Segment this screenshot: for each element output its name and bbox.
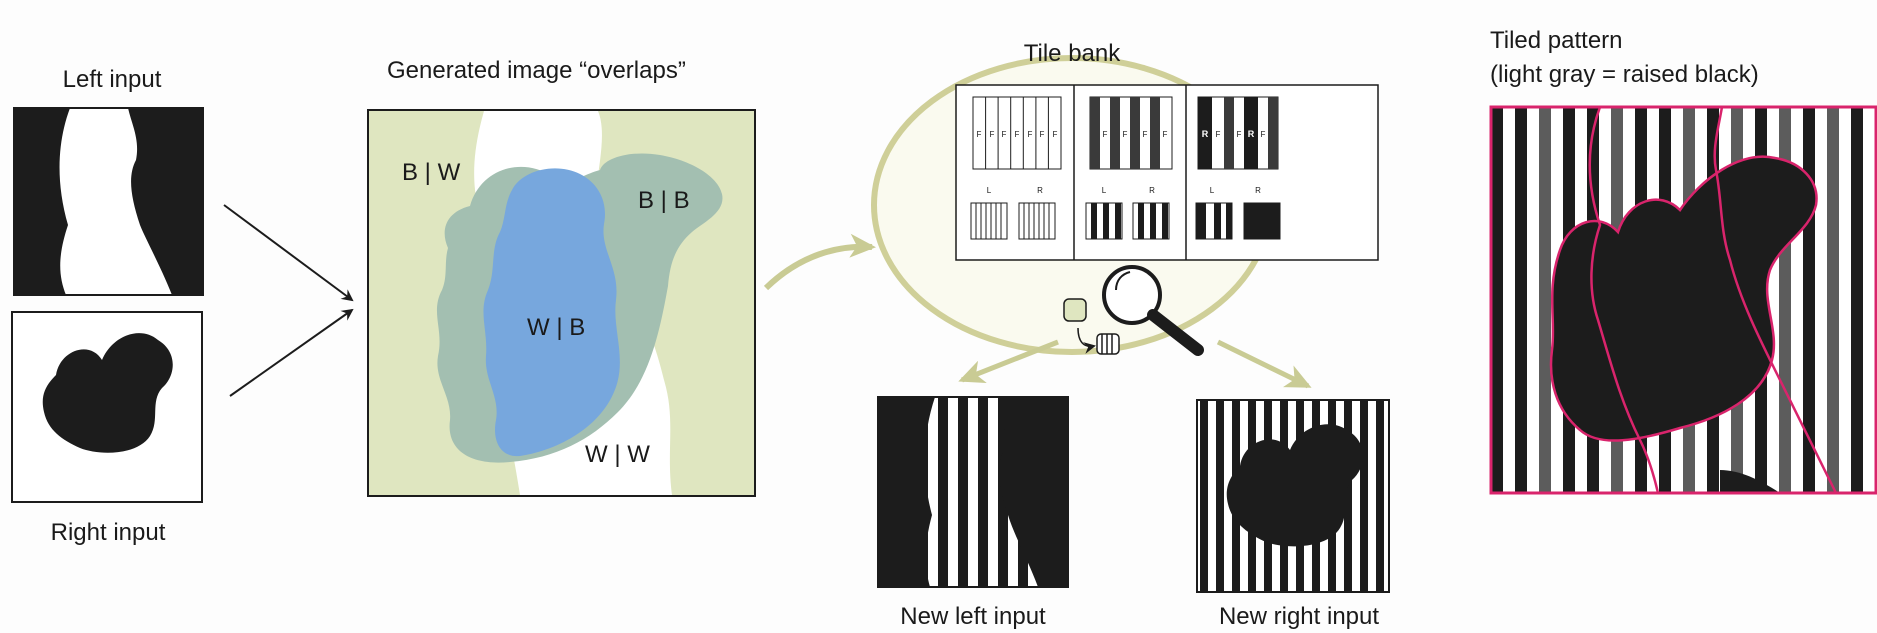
left-input-label: Left input: [63, 66, 162, 93]
new-right-input-label: New right input: [1219, 603, 1379, 630]
arrow-to-new-right: [1216, 339, 1312, 389]
right-input-label: Right input: [51, 519, 166, 546]
svg-text:F: F: [1015, 130, 1020, 139]
left-input-outline-right: [1713, 107, 1838, 493]
region-label-bw: B | W: [402, 159, 461, 186]
tile-bank-title: Tile bank: [1024, 40, 1121, 67]
svg-text:R: R: [1149, 186, 1155, 195]
svg-text:F: F: [1261, 130, 1266, 139]
svg-text:F: F: [990, 130, 995, 139]
new-right-input-panel: New right input: [1196, 399, 1390, 630]
svg-text:R: R: [1255, 186, 1261, 195]
left-input-black-left: [14, 108, 70, 295]
arrow-to-tile-bank: [763, 233, 876, 291]
svg-text:F: F: [1237, 130, 1242, 139]
svg-text:R: R: [1037, 186, 1043, 195]
svg-text:F: F: [1123, 130, 1128, 139]
svg-text:F: F: [1103, 130, 1108, 139]
tile-group-2: F F F F L R: [1085, 96, 1173, 240]
magnifier-icon: [1102, 265, 1204, 356]
tiled-title-line2: (light gray = raised black): [1490, 61, 1759, 88]
left-input-panel: Left input: [13, 66, 204, 296]
new-left-input-label: New left input: [900, 603, 1046, 630]
svg-text:R: R: [1202, 129, 1209, 139]
svg-text:F: F: [1040, 130, 1045, 139]
left-input-black-right: [128, 108, 203, 295]
svg-text:F: F: [1216, 130, 1221, 139]
svg-text:L: L: [1210, 186, 1215, 195]
arrow-left-to-generated: [223, 204, 354, 302]
new-left-input-panel: New left input: [877, 396, 1069, 630]
svg-text:F: F: [1002, 130, 1007, 139]
arrow-right-to-generated: [229, 308, 354, 397]
left-input-outline: [1588, 107, 1660, 493]
tile-icon-striped: [1096, 333, 1120, 355]
svg-text:L: L: [987, 186, 992, 195]
right-input-blob: [42, 333, 173, 453]
svg-text:F: F: [1053, 130, 1058, 139]
tiled-pattern-panel: Tiled pattern (light gray = raised black…: [1489, 27, 1877, 495]
right-input-panel: Right input: [11, 311, 203, 546]
arrow-to-new-left: [958, 339, 1059, 384]
region-label-wb: W | B: [527, 314, 585, 341]
tile-group-1: F F F F F F F L R: [970, 96, 1062, 240]
tiled-title-line1: Tiled pattern: [1490, 27, 1623, 54]
svg-text:F: F: [1028, 130, 1033, 139]
generated-image-panel: Generated image “overlaps” B | W B | B W…: [367, 57, 756, 497]
svg-text:F: F: [1143, 130, 1148, 139]
right-input-outline: [1549, 155, 1818, 442]
region-label-bb: B | B: [638, 187, 690, 214]
svg-text:R: R: [1248, 129, 1255, 139]
tile-group-3: R F F R F L R: [1195, 96, 1281, 240]
svg-text:L: L: [1102, 186, 1107, 195]
svg-text:F: F: [977, 130, 982, 139]
tile-bank: Tile bank F F F F F F F L R: [871, 40, 1379, 356]
curved-arrow-icon: [1077, 327, 1096, 354]
svg-text:F: F: [1163, 130, 1168, 139]
tile-icon: [1063, 298, 1087, 322]
generated-title: Generated image “overlaps”: [387, 57, 686, 84]
region-label-ww: W | W: [585, 441, 650, 468]
